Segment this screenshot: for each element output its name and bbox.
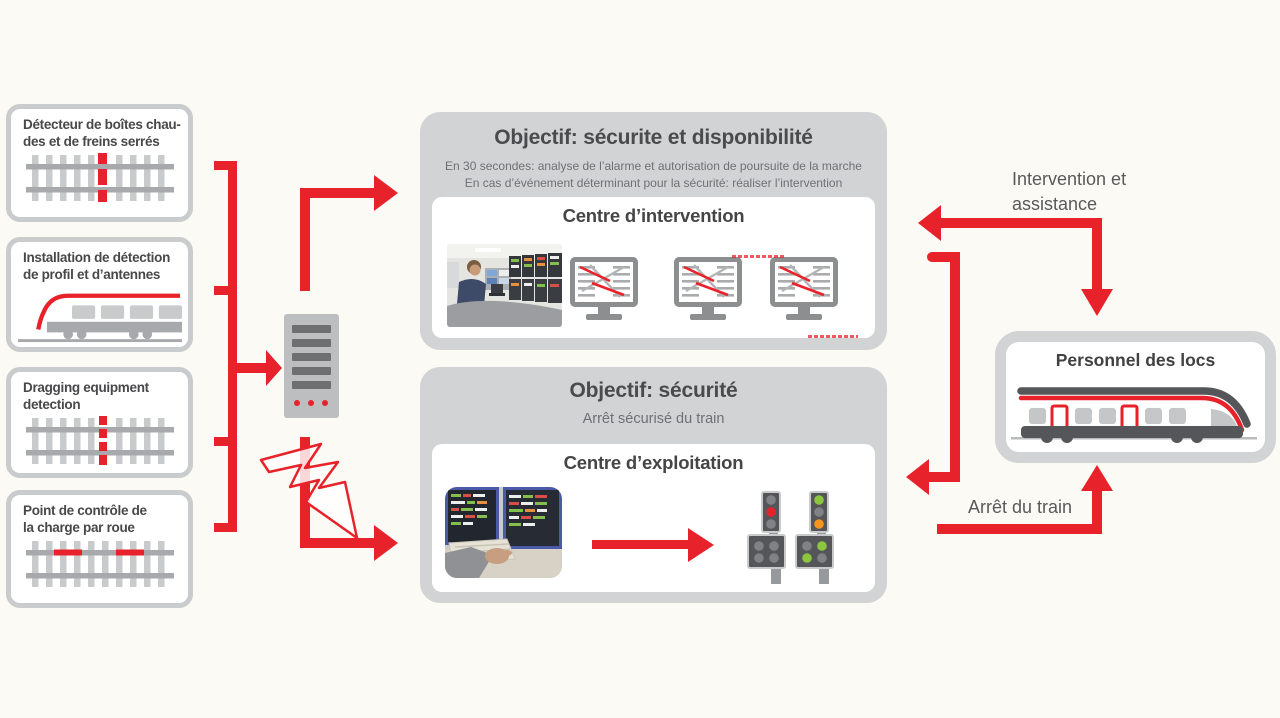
objective-safety-box: Objectif: sécurité Arrêt sécurisé du tra… xyxy=(420,367,887,603)
panel-dragging-equipment: Dragging equipment detection xyxy=(6,367,193,478)
schematic-monitor-icon xyxy=(570,257,638,320)
panel-label-line: Détecteur de boîtes chau- xyxy=(23,117,181,132)
control-room-photo xyxy=(447,244,562,327)
dispatcher-keyboard-photo xyxy=(445,487,562,578)
objective-safety-subtitle: Arrêt sécurisé du train xyxy=(582,411,725,427)
arrow-train-stop xyxy=(1092,491,1102,534)
railway-signals-icon xyxy=(747,491,834,584)
exploitation-center-title: Centre d’exploitation xyxy=(563,452,744,473)
arrow-exploitation-to-signals xyxy=(592,540,688,549)
train-icon xyxy=(1011,387,1257,443)
arrow-intervention-assistance-down-head xyxy=(1081,289,1113,316)
arrow-exploitation-to-signals-head xyxy=(688,528,714,562)
collector-tick-2 xyxy=(214,286,237,295)
intervention-center-title: Centre d’intervention xyxy=(562,205,745,226)
arrow-sensors-to-server-head xyxy=(266,350,282,386)
schematic-monitor-icon xyxy=(770,257,838,320)
dragging-track-icon xyxy=(11,416,188,466)
panel-label-line: Installation de détection xyxy=(23,250,171,265)
arrow-server-to-intervention xyxy=(300,188,310,291)
panel-label-line: detection xyxy=(23,396,81,412)
objective-safety-title: Objectif: sécurité xyxy=(569,379,738,402)
panel-profile-antenna-detection: Installation de détection de profil et d… xyxy=(6,237,193,352)
intervention-center-card: Centre d’intervention xyxy=(432,197,875,338)
loc-personnel-box: Personnel des locs xyxy=(995,331,1276,463)
loc-personnel-title: Personnel des locs xyxy=(1055,350,1216,370)
objective-availability-subtitle-2: En cas d’événement déterminant pour la s… xyxy=(464,176,843,190)
panel-hot-box-detector: Détecteur de boîtes chau- des et de frei… xyxy=(6,104,193,222)
schematic-monitor-icon xyxy=(674,257,742,320)
panel-label-line: des et de freins serrés xyxy=(23,133,160,149)
exploitation-center-card: Centre d’exploitation xyxy=(432,444,875,592)
objective-availability-title: Objectif: sécurite et disponibilité xyxy=(494,126,813,149)
collector-tick-4 xyxy=(214,523,237,532)
arrow-server-to-exploitation-head xyxy=(374,525,398,561)
arrow-server-to-intervention-head xyxy=(374,175,398,211)
arrow-intervention-to-exploitation xyxy=(950,252,960,482)
arrow-intervention-assistance xyxy=(941,218,1102,228)
objective-availability-subtitle-1: En 30 secondes: analyse de l’alarme et a… xyxy=(445,159,862,173)
arrow-server-to-intervention xyxy=(300,188,374,198)
wheel-load-track-icon xyxy=(11,539,188,589)
arrow-train-stop-head xyxy=(1081,465,1113,491)
arrow-server-to-exploitation xyxy=(300,437,310,548)
arrow-intervention-to-exploitation xyxy=(929,472,960,482)
panel-label-line: Point de contrôle de xyxy=(23,503,147,518)
collector-tick-3 xyxy=(214,437,237,446)
panel-label-line: de profil et d’antennes xyxy=(23,266,161,282)
intervention-assistance-label-line2: assistance xyxy=(1012,194,1098,214)
arrow-server-to-exploitation xyxy=(300,538,374,548)
panel-label-line: Dragging equipment xyxy=(23,380,149,395)
panel-label: Installation de détection de profil et d… xyxy=(11,242,188,283)
hot-box-track-icon xyxy=(11,153,188,203)
arrow-intervention-to-exploitation-head xyxy=(906,459,929,495)
panel-label: Dragging equipment detection xyxy=(11,372,188,413)
panel-label: Point de contrôle de la charge par roue xyxy=(11,495,188,536)
panel-label-line: la charge par roue xyxy=(23,519,135,535)
fine-print-mark xyxy=(732,255,786,258)
server-icon xyxy=(284,314,339,418)
panel-label: Détecteur de boîtes chau- des et de frei… xyxy=(11,109,188,150)
panel-wheel-load-checkpoint: Point de contrôle de la charge par roue xyxy=(6,490,193,608)
arrow-intervention-assistance xyxy=(1092,218,1102,289)
lightning-bolt-icon xyxy=(259,442,359,540)
fine-print-mark xyxy=(808,335,858,338)
collector-line xyxy=(228,161,237,532)
arrow-intervention-assistance-left-head xyxy=(918,205,941,241)
collector-tick-1 xyxy=(214,161,237,170)
intervention-assistance-label-line1: Intervention et xyxy=(1012,169,1127,189)
arrow-intervention-to-exploitation xyxy=(927,252,960,262)
train-profile-icon xyxy=(11,286,188,346)
arrow-sensors-to-server xyxy=(237,363,266,373)
train-stop-label: Arrêt du train xyxy=(968,497,1073,517)
objective-availability-box: Objectif: sécurite et disponibilité En 3… xyxy=(420,112,887,350)
arrow-train-stop xyxy=(937,524,1102,534)
